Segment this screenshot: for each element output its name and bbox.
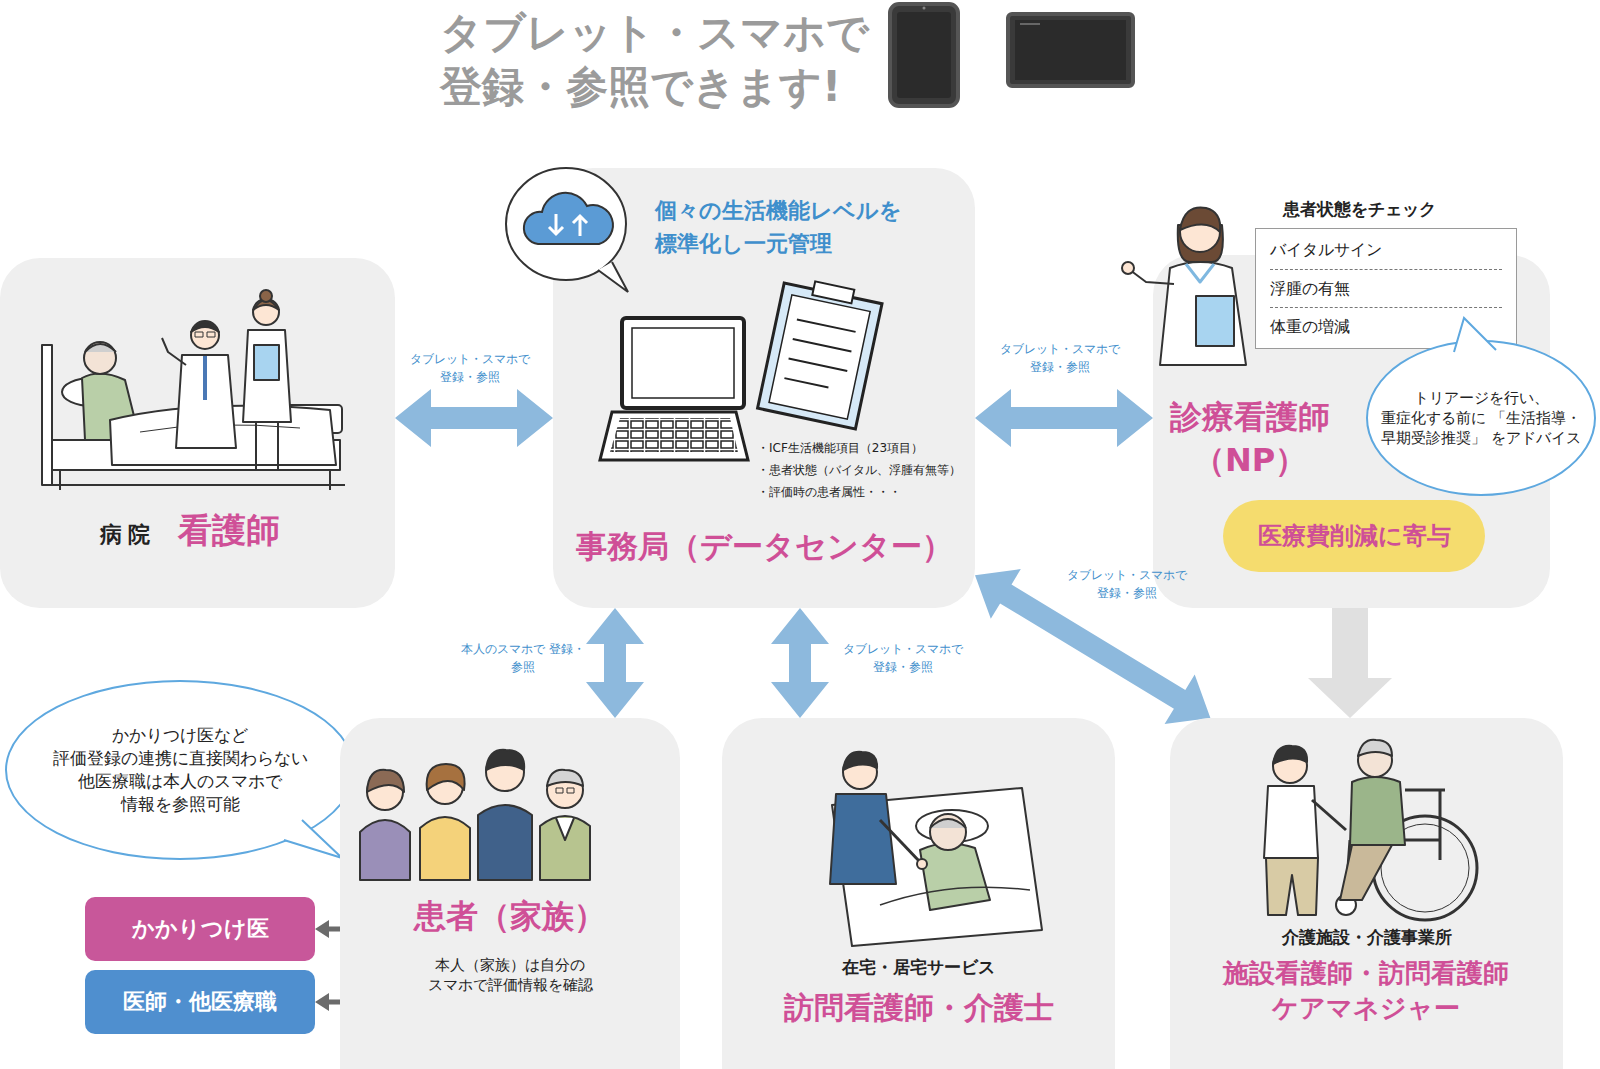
label-slot: 本人のスマホで 登録・参照 xyxy=(458,640,588,676)
title-slot: タブレット・スマホで 登録・参照できます! xyxy=(440,6,872,114)
datacenter-panel: 個々の生活機能レベルを 標準化し一元管理・ICF生活機能項目（23項目） ・患者状… xyxy=(553,168,975,608)
label-slot: タブレット・スマホで 登録・参照 xyxy=(838,640,968,676)
node-text: トリアージを行い、 重症化する前に 「生活指導・早期受診推奨」 をアドバイス xyxy=(1381,388,1581,449)
node-text: 医療費削減に寄与 xyxy=(1258,520,1451,552)
node-text: 本人（家族）は自分の スマホで評価情報を確認 xyxy=(415,955,605,996)
connector-arrow xyxy=(1308,608,1392,718)
label-slot: タブレット・スマホで 登録・参照 xyxy=(1062,566,1192,602)
label-slot: タブレット・スマホで 登録・参照 xyxy=(995,340,1125,376)
text-slot: 介護施設・介護事業所 xyxy=(1170,926,1563,949)
text-slot: 病院 xyxy=(100,520,156,550)
edge-label: 本人のスマホで 登録・参照 xyxy=(458,640,588,676)
label-slot: タブレット・スマホで 登録・参照 xyxy=(405,350,535,386)
text-slot: 看護師 xyxy=(178,508,280,554)
node-text: 病院 xyxy=(100,520,156,550)
node-text: ・患者状態（バイタル、浮腫有無等） xyxy=(757,462,961,478)
text-slot: 訪問看護師・介護士 xyxy=(722,988,1115,1029)
facility-panel: 介護施設・介護事業所施設看護師・訪問看護師 ケアマネジャー xyxy=(1170,718,1563,1069)
text-slot: 患者（家族） xyxy=(340,895,680,938)
node-text: 個々の生活機能レベルを 標準化し一元管理 xyxy=(655,194,945,260)
edge-label: タブレット・スマホで 登録・参照 xyxy=(1062,566,1192,602)
edge-label: タブレット・スマホで 登録・参照 xyxy=(838,640,968,676)
cost-pill: 医療費削減に寄与 xyxy=(1223,500,1485,572)
node-text: 看護師 xyxy=(178,508,280,554)
connector-arrow xyxy=(771,608,829,718)
node-text: 医師・他医療職 xyxy=(123,987,277,1017)
np-panel: 診療看護師 （NP）患者状態をチェックバイタルサイン浮腫の有無体重の増減 トリア… xyxy=(1153,255,1550,608)
text-slot: 在宅・居宅サービス xyxy=(722,956,1115,979)
advice-bubble: トリアージを行い、 重症化する前に 「生活指導・早期受診推奨」 をアドバイス xyxy=(1366,340,1596,496)
connector-arrow xyxy=(395,389,553,447)
connector-arrow xyxy=(975,389,1153,447)
connector-arrow xyxy=(315,993,340,1011)
connector-arrow xyxy=(586,608,644,718)
text-slot: ・ICF生活機能項目（23項目） xyxy=(757,440,923,456)
connector-arrow xyxy=(315,920,340,938)
patient-panel: 患者（家族） 本人（家族）は自分の スマホで評価情報を確認 xyxy=(340,718,680,1069)
list-item: 浮腫の有無 xyxy=(1270,270,1502,309)
node-text: 訪問看護師・介護士 xyxy=(722,988,1115,1029)
text-slot: 施設看護師・訪問看護師 ケアマネジャー xyxy=(1216,956,1516,1026)
text-slot: 事務局（データセンター） xyxy=(553,526,975,568)
node-text: 診療看護師 （NP） xyxy=(1150,396,1350,482)
text-slot: 本人（家族）は自分の スマホで評価情報を確認 xyxy=(415,955,605,996)
text-slot: ・評価時の患者属性・・・ xyxy=(757,484,901,500)
homecare-panel: 在宅・居宅サービス訪問看護師・介護士 xyxy=(722,718,1115,1069)
edge-label: タブレット・スマホで 登録・参照 xyxy=(995,340,1125,376)
edge-label: タブレット・スマホで 登録・参照 xyxy=(405,350,535,386)
node-text: かかりつけ医 xyxy=(132,914,269,944)
node-text: かかりつけ医など 評価登録の連携に直接関わらない 他医療職は本人のスマホで 情報… xyxy=(40,724,320,816)
node-text: ・ICF生活機能項目（23項目） xyxy=(757,440,923,456)
text-slot: 診療看護師 （NP） xyxy=(1150,396,1350,482)
list-heading: 患者状態をチェック xyxy=(1255,198,1517,228)
node-text: 事務局（データセンター） xyxy=(553,526,975,568)
text-slot: ・患者状態（バイタル、浮腫有無等） xyxy=(757,462,961,478)
check-list: 患者状態をチェックバイタルサイン浮腫の有無体重の増減 xyxy=(1255,198,1517,350)
doctor-box: かかりつけ医 xyxy=(85,897,315,961)
title: タブレット・スマホで 登録・参照できます! xyxy=(440,6,872,114)
info-bubble: かかりつけ医など 評価登録の連携に直接関わらない 他医療職は本人のスマホで 情報… xyxy=(5,680,355,860)
hospital-panel: 病院看護師 xyxy=(0,258,395,608)
node-text: 施設看護師・訪問看護師 ケアマネジャー xyxy=(1216,956,1516,1026)
list-item: バイタルサイン xyxy=(1270,231,1502,270)
node-text: 在宅・居宅サービス xyxy=(722,956,1115,979)
medical-box: 医師・他医療職 xyxy=(85,970,315,1034)
node-text: 患者（家族） xyxy=(340,895,680,938)
text-slot: 個々の生活機能レベルを 標準化し一元管理 xyxy=(655,194,945,260)
node-text: ・評価時の患者属性・・・ xyxy=(757,484,901,500)
node-text: 介護施設・介護事業所 xyxy=(1170,926,1563,949)
